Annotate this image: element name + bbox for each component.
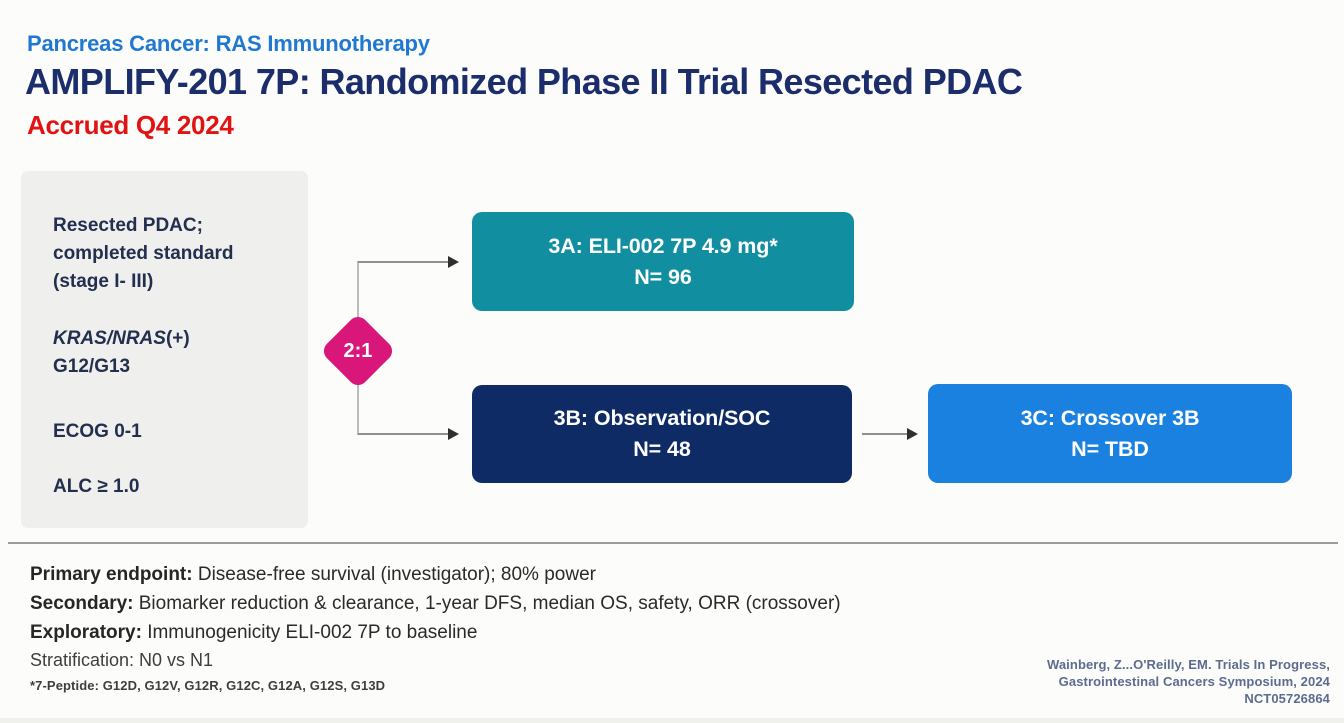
exploratory-endpoint-line: Exploratory: Immunogenicity ELI-002 7P t… (30, 618, 841, 647)
eligibility-line: G12/G13 (53, 356, 131, 377)
arm-label: 3A: ELI-002 7P 4.9 mg* (548, 233, 778, 258)
arm-n: N= 48 (633, 437, 691, 461)
gene-suffix: (+) (165, 328, 190, 349)
secondary-endpoint-line: Secondary: Biomarker reduction & clearan… (30, 589, 841, 618)
arm-box-3b: 3B: Observation/SOC N= 48 (472, 385, 852, 483)
eligibility-box: Resected PDAC; completed standard (stage… (21, 171, 308, 528)
connector-line-to-3a (358, 261, 448, 263)
eligibility-line: Resected PDAC; (53, 215, 203, 236)
accrual-status: Accrued Q4 2024 (27, 110, 234, 140)
endpoint-label: Secondary: (30, 593, 134, 614)
randomization-diamond: 2:1 (319, 312, 397, 390)
endpoints-block: Primary endpoint: Disease-free survival … (30, 560, 841, 647)
endpoint-text: Disease-free survival (investigator); 80… (192, 564, 596, 585)
gene-name: KRAS/NRAS (53, 328, 166, 349)
arrow-right-icon (448, 428, 459, 440)
eligibility-resected: Resected PDAC; completed standard (stage… (53, 212, 288, 296)
arm-label: 3C: Crossover 3B (1020, 405, 1200, 430)
section-divider (8, 542, 1338, 544)
eligibility-line: KRAS/NRAS(+) (53, 325, 288, 353)
eligibility-kras: KRAS/NRAS(+) G12/G13 (53, 325, 288, 381)
eligibility-alc: ALC ≥ 1.0 (53, 476, 140, 497)
endpoint-text: Biomarker reduction & clearance, 1-year … (133, 593, 841, 614)
connector-line-to-3b (358, 433, 448, 435)
bottom-edge-strip (0, 718, 1344, 723)
endpoint-label: Exploratory: (30, 622, 142, 643)
citation-block: Wainberg, Z...O'Reilly, EM. Trials In Pr… (1047, 656, 1330, 707)
eligibility-line: completed standard (53, 243, 234, 264)
stratification-line: Stratification: N0 vs N1 (30, 650, 214, 670)
arm-n: N= TBD (1071, 436, 1149, 461)
randomization-ratio: 2:1 (343, 339, 373, 362)
primary-endpoint-line: Primary endpoint: Disease-free survival … (30, 560, 841, 589)
citation-line: Gastrointestinal Cancers Symposium, 2024 (1058, 674, 1330, 689)
arrow-right-icon (448, 256, 459, 268)
endpoint-label: Primary endpoint: (30, 564, 193, 585)
eligibility-ecog: ECOG 0-1 (53, 421, 142, 442)
citation-line: Wainberg, Z...O'Reilly, EM. Trials In Pr… (1046, 657, 1330, 672)
peptide-footnote: *7-Peptide: G12D, G12V, G12R, G12C, G12A… (30, 678, 386, 693)
citation-nct-number: NCT05726864 (1244, 691, 1330, 706)
connector-line-3b-to-3c (862, 433, 907, 435)
slide-kicker: Pancreas Cancer: RAS Immunotherapy (27, 31, 430, 56)
arm-label: 3B: Observation/SOC (553, 406, 771, 430)
slide-title: AMPLIFY-201 7P: Randomized Phase II Tria… (25, 61, 1023, 102)
arm-box-3c: 3C: Crossover 3B N= TBD (928, 384, 1292, 483)
eligibility-line: (stage I- III) (53, 271, 154, 292)
arrow-right-icon (907, 428, 918, 440)
endpoint-text: Immunogenicity ELI-002 7P to baseline (141, 622, 478, 643)
arm-box-3a: 3A: ELI-002 7P 4.9 mg* N= 96 (472, 212, 854, 311)
arm-n: N= 96 (634, 264, 692, 289)
